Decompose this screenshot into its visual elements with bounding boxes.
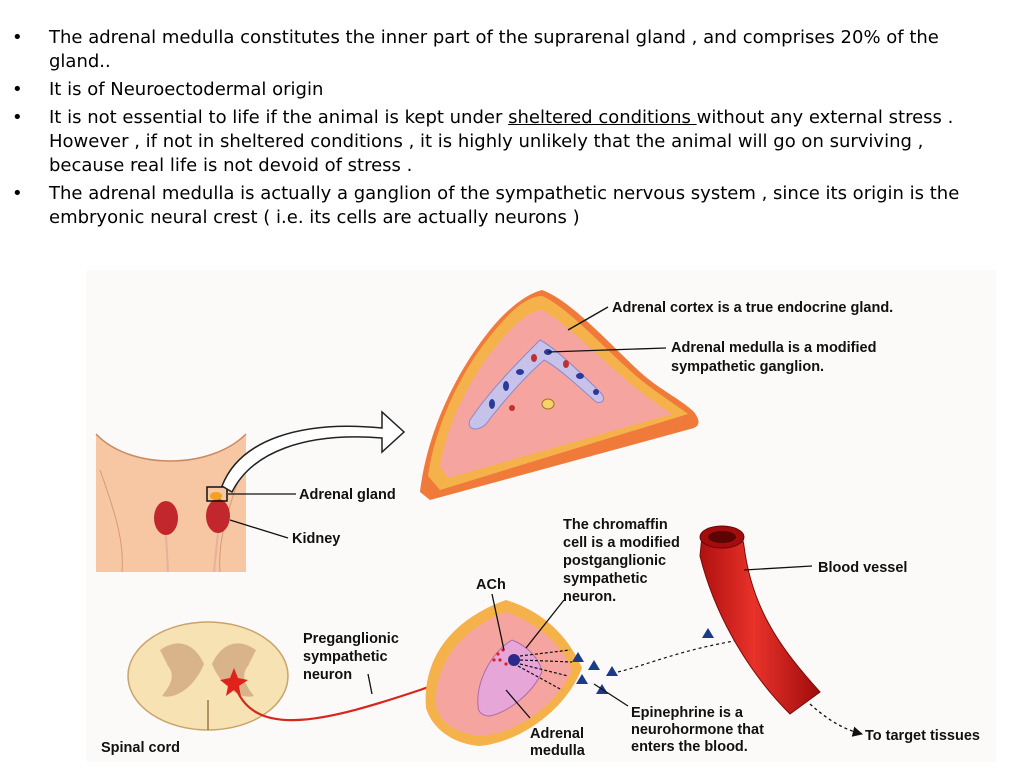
bullet-item: • The adrenal medulla constitutes the inn… [0, 26, 1024, 74]
label-kidney: Kidney [292, 531, 340, 547]
label-chromaffin-1: The chromaffin [563, 517, 668, 533]
bullet-marker: • [12, 107, 23, 128]
to-target-arrow [809, 703, 864, 737]
right-kidney [206, 499, 230, 533]
bullet-text: It is of Neuroectodermal origin [49, 79, 324, 100]
underlined-phrase: sheltered conditions [508, 107, 697, 128]
adrenal-wedge [425, 600, 582, 746]
label-epinephrine-1: Epinephrine is a [631, 705, 744, 721]
label-preganglionic-2: sympathetic [303, 649, 388, 665]
bullet-text: It is not essential to life if the anima… [49, 107, 509, 128]
zoom-box [206, 486, 228, 502]
label-adrenal-medulla-lower-2: medulla [530, 743, 586, 759]
bullet-item: • The adrenal medulla is actually a gangl… [0, 182, 1024, 230]
label-target-tissues: To target tissues [865, 728, 980, 744]
label-preganglionic-1: Preganglionic [303, 631, 399, 647]
bullet-text: The adrenal medulla is actually a gangli… [49, 183, 960, 228]
label-chromaffin-3: postganglionic [563, 553, 666, 569]
label-adrenal-gland: Adrenal gland [299, 487, 396, 503]
bullet-text: without any external stress . However , … [49, 107, 954, 176]
label-adrenal-cortex: Adrenal cortex is a true endocrine gland… [612, 300, 893, 316]
release-rays [517, 649, 573, 691]
magnified-adrenal [420, 290, 699, 500]
label-chromaffin-4: sympathetic [563, 571, 648, 587]
spinal-cord-illustration [127, 621, 289, 731]
label-chromaffin-5: neuron. [563, 589, 616, 605]
bullet-marker: • [12, 183, 23, 204]
label-preganglionic-3: neuron [303, 667, 352, 683]
bullet-list: • The adrenal medulla constitutes the inn… [0, 26, 1024, 234]
leader-lines [228, 306, 813, 719]
label-adrenal-medulla-2: sympathetic ganglion. [671, 359, 824, 375]
bullet-marker: • [12, 27, 23, 48]
label-adrenal-medulla-1: Adrenal medulla is a modified [671, 340, 876, 356]
chromaffin-cell [508, 654, 520, 666]
bullet-marker: • [12, 79, 23, 100]
bullet-text: The adrenal medulla constitutes the inne… [49, 27, 939, 72]
bullet-item: • It is not essential to life if the anim… [0, 106, 1024, 178]
label-epinephrine-3: enters the blood. [631, 739, 748, 755]
adrenal-gland-small [210, 492, 222, 500]
label-spinal-cord: Spinal cord [101, 740, 180, 756]
torso-illustration [95, 433, 247, 573]
label-chromaffin-2: cell is a modified [563, 535, 680, 551]
label-adrenal-medulla-lower-1: Adrenal [530, 726, 584, 742]
label-blood-vessel: Blood vessel [818, 560, 907, 576]
label-epinephrine-2: neurohormone that [631, 722, 764, 738]
label-ach: ACh [476, 577, 506, 593]
magnify-arrow [221, 410, 406, 494]
bullet-item: • It is of Neuroectodermal origin [0, 78, 1024, 102]
left-kidney [154, 501, 178, 535]
